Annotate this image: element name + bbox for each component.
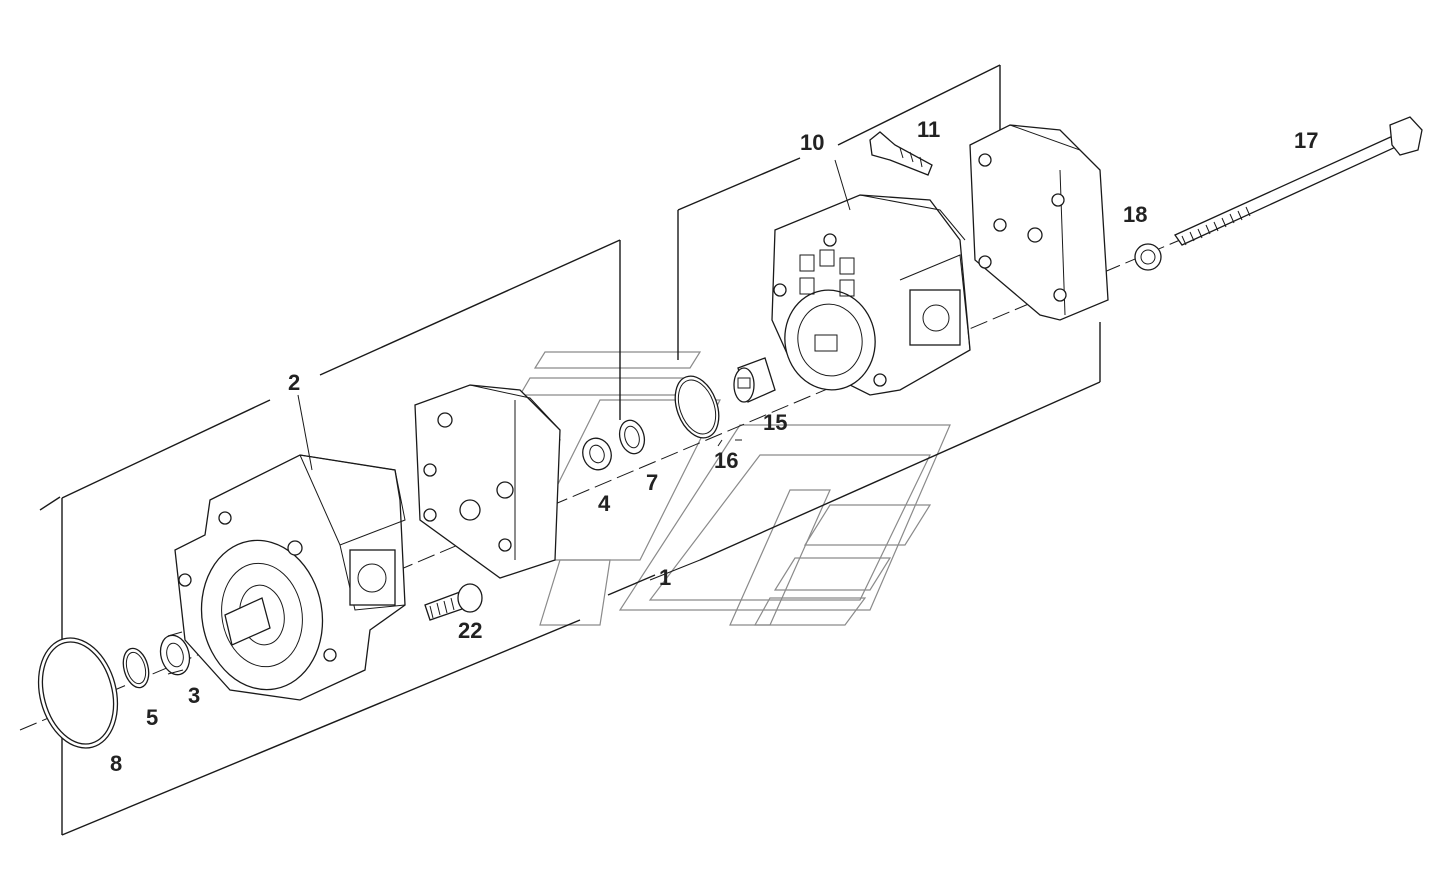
- part-lock-washer-7: [618, 419, 646, 455]
- part-o-ring-16: [674, 375, 720, 439]
- callout-5: 5: [146, 705, 159, 730]
- part-coupling-15: [733, 357, 776, 403]
- part-rear-cover: [969, 124, 1109, 321]
- part-seal-4: [582, 437, 612, 471]
- part-front-housing-2: [174, 454, 406, 701]
- callout-1: 1: [659, 565, 672, 590]
- callout-16: 16: [714, 448, 739, 473]
- callout-7: 7: [646, 470, 659, 495]
- callout-22: 22: [458, 618, 483, 643]
- part-valve-11: [869, 131, 933, 176]
- callout-10: 10: [800, 130, 825, 155]
- callout-11: 11: [917, 117, 941, 142]
- part-rear-housing-10: [771, 194, 971, 396]
- callout-15: 15: [763, 410, 788, 435]
- bracket-lines: [39, 64, 1101, 836]
- part-o-ring-8: [37, 637, 119, 749]
- callout-3: 3: [188, 683, 201, 708]
- callout-8: 8: [110, 751, 123, 776]
- callout-2: 2: [288, 370, 301, 395]
- part-bolt-22: [424, 583, 483, 621]
- part-long-bolt-17: [1174, 116, 1423, 246]
- leader-lines: [297, 159, 851, 471]
- part-shaft-seal-3: [159, 631, 191, 676]
- callout-18: 18: [1123, 202, 1148, 227]
- callout-4: 4: [598, 491, 611, 516]
- part-snap-ring-5: [122, 647, 150, 689]
- part-mid-plate: [414, 384, 561, 579]
- part-washer-18: [1134, 243, 1162, 271]
- assembly-axis: [19, 239, 1181, 731]
- callout-17: 17: [1294, 128, 1319, 153]
